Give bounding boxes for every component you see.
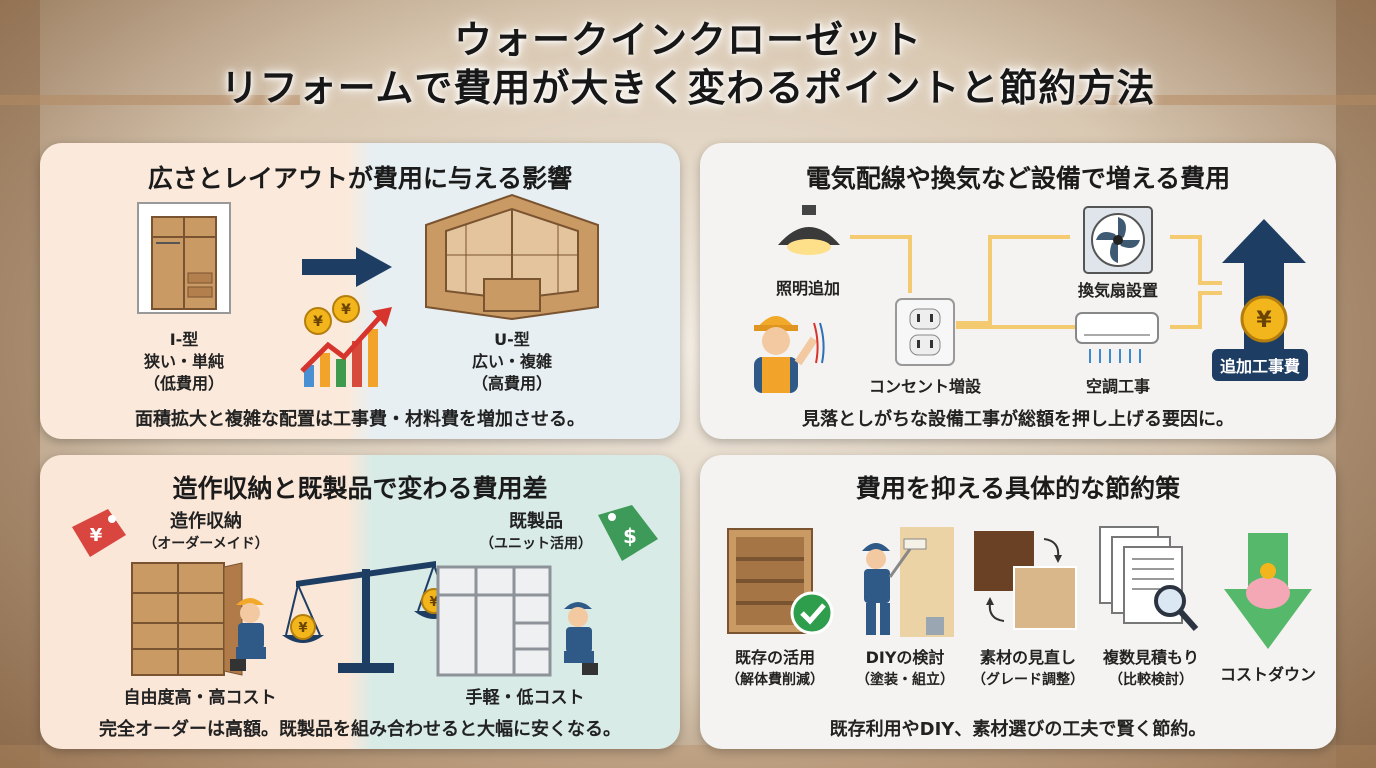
cost-down-arrow-icon: [1224, 533, 1312, 649]
wiring-lines: [850, 235, 1222, 329]
coin-yen-5: ¥: [429, 595, 438, 610]
ready-made-title: 既製品: [509, 511, 563, 532]
panel-saving-heading: 費用を抑える具体的な節約策: [855, 474, 1181, 503]
saving-item-4-label: 複数見積もり: [1102, 648, 1199, 667]
bg-right-post: [1336, 0, 1376, 768]
i-type-closet-icon: [137, 202, 231, 314]
saving-item-1-label: 既存の活用: [734, 648, 815, 667]
saving-item-2-sub: （塗装・組立）: [856, 672, 954, 688]
ready-made-sub: （ユニット活用）: [480, 536, 592, 552]
coin-yen-2: ¥: [341, 302, 351, 318]
title-line-2: リフォームで費用が大きく変わるポイントと節約方法: [220, 66, 1156, 110]
extra-cost-badge: 追加工事費: [1212, 349, 1309, 381]
ready-made-note: 手軽・低コスト: [465, 688, 585, 708]
lighting-label: 照明追加: [775, 279, 840, 298]
panel-equipment-footer: 見落としがちな設備工事が総額を押し上げる要因に。: [802, 409, 1234, 430]
panel-equipment-cost: 電気配線や換気など設備で増える費用 照明追加 コンセント増設: [700, 143, 1336, 439]
custom-storage-note: 自由度高・高コスト: [123, 688, 277, 708]
ventilation-fan-icon: [1083, 206, 1153, 274]
bg-shelf-left: [0, 95, 300, 105]
coin-yen-3: ¥: [1256, 308, 1272, 333]
page-title: ウォークインクローゼット リフォームで費用が大きく変わるポイントと節約方法: [0, 16, 1376, 112]
u-type-closet-icon: [425, 193, 599, 321]
panel-saving-tips: 費用を抑える具体的な節約策 既存の活用 （解体費削減） DIYの検討 （塗装・組…: [700, 455, 1336, 749]
coin-yen-1: ¥: [313, 314, 323, 330]
quotes-documents-icon: [1099, 526, 1199, 631]
dollar-price-tag-icon: $: [598, 505, 658, 561]
assembler-icon: [564, 602, 598, 675]
panel-storage-footer: 完全オーダーは高額。既製品を組み合わせると大幅に安くなる。: [99, 719, 621, 740]
panel-layout-cost: 広さとレイアウトが費用に与える影響 I-型 狭い・単純 （低費用） ¥ ¥: [40, 143, 680, 439]
rising-cost-chart-icon: ¥ ¥: [300, 295, 392, 387]
u-type-label: U-型: [494, 330, 530, 349]
u-type-desc: 広い・複雑: [471, 352, 552, 371]
carpenter-icon: [230, 598, 266, 671]
outlet-label: コンセント増設: [868, 377, 981, 396]
panel-equipment-heading: 電気配線や換気など設備で増える費用: [805, 164, 1231, 193]
panel-storage-cost: 造作収納と既製品で変わる費用差 ¥ 造作収納 （オーダーメイド）: [40, 455, 680, 749]
saving-item-2-label: DIYの検討: [865, 648, 945, 667]
bg-floor: [0, 745, 1376, 768]
panel-layout-footer: 面積拡大と複雑な配置は工事費・材料費を増加させる。: [135, 409, 585, 430]
cost-up-arrow-icon: ¥: [1222, 219, 1306, 359]
ceiling-light-icon: [778, 205, 840, 255]
saving-item-4-sub: （比較検討）: [1109, 672, 1193, 688]
custom-storage-sub: （オーダーメイド）: [143, 536, 269, 552]
i-type-cost: （低費用）: [143, 374, 224, 393]
diy-painting-icon: [862, 527, 954, 637]
ready-made-unit-icon: [436, 565, 552, 677]
air-conditioner-icon: [1075, 312, 1159, 363]
balance-scale-icon: ¥ ¥: [282, 561, 454, 673]
i-type-desc: 狭い・単純: [143, 352, 224, 371]
title-line-1: ウォークインクローゼット: [453, 18, 922, 62]
electrician-icon: [754, 316, 825, 393]
tag-yen: ¥: [90, 525, 103, 546]
saving-item-1-sub: （解体費削減）: [726, 672, 824, 688]
u-type-cost: （高費用）: [471, 374, 552, 393]
i-type-label: I-型: [169, 330, 199, 349]
arrow-right-icon: [302, 247, 392, 287]
panel-saving-footer: 既存利用やDIY、素材選びの工夫で賢く節約。: [829, 719, 1207, 740]
saving-item-3-label: 素材の見直し: [979, 648, 1076, 667]
material-swatch-icon: [974, 531, 1077, 630]
existing-shelf-icon: [727, 528, 834, 635]
coin-yen-4: ¥: [298, 621, 307, 636]
yen-price-tag-icon: ¥: [72, 509, 126, 557]
outlet-icon: [895, 298, 955, 366]
saving-item-5-label: コストダウン: [1219, 665, 1316, 684]
saving-item-3-sub: （グレード調整）: [972, 672, 1084, 688]
aircon-label: 空調工事: [1085, 377, 1150, 396]
bg-left-post: [0, 0, 40, 768]
fan-label: 換気扇設置: [1077, 281, 1158, 300]
tag-dollar: $: [623, 524, 637, 548]
bg-shelf-right: [1076, 95, 1376, 105]
panel-layout-heading: 広さとレイアウトが費用に与える影響: [147, 164, 573, 193]
panel-storage-heading: 造作収納と既製品で変わる費用差: [172, 474, 548, 503]
custom-storage-title: 造作収納: [170, 511, 242, 532]
